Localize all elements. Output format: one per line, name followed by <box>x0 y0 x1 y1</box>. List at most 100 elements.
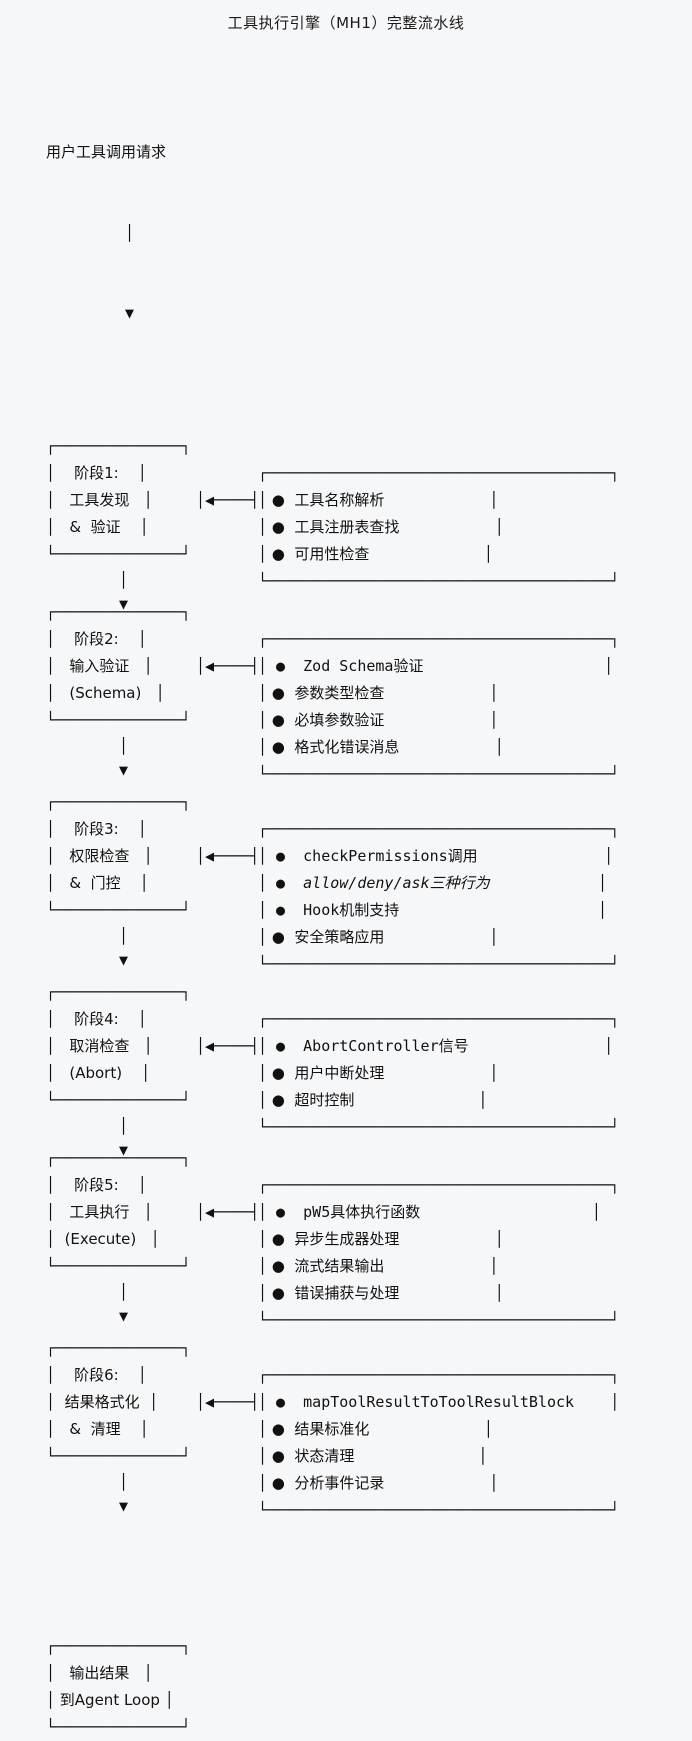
stage-6-detail-item-3: │ ● 分析事件记录 │ <box>258 1474 499 1492</box>
stage-1-box[interactable]: ┌──────────────┐ │ 阶段1: │ │ 工具发现 │ │ & 验证 │… <box>46 433 206 568</box>
stage-6-link-arrow: │◀────┤ <box>196 1393 260 1411</box>
stage-5-box-top: ┌──────────────┐ <box>46 1149 191 1167</box>
stage-1-link-arrow: │◀────┤ <box>196 491 260 509</box>
stage-4-detail-item-1: │ ● 用户中断处理 │ <box>258 1064 499 1082</box>
stage-2-details-top: ┌──────────────────────────────────────┐ <box>258 630 620 648</box>
stage-5-details-bottom: └──────────────────────────────────────┘ <box>258 1311 620 1329</box>
stage-6-box-line-2: │ & 清理 │ <box>46 1420 149 1438</box>
entry-connector-arrow: ▼ <box>125 304 135 322</box>
stage-5-box[interactable]: ┌──────────────┐ │ 阶段5: │ │ 工具执行 │ │ (Execu… <box>46 1145 206 1280</box>
stage-4-details-top: ┌──────────────────────────────────────┐ <box>258 1010 620 1028</box>
stage-6-details-top: ┌──────────────────────────────────────┐ <box>258 1366 620 1384</box>
stage-2-detail-item-3: │ ● 格式化错误消息 │ <box>258 738 504 756</box>
stage-4-detail-item-2: │ ● 超时控制 │ <box>258 1091 488 1109</box>
stage-1-detail-item-1: │ ● 工具注册表查找 │ <box>258 518 504 536</box>
output-box-line-1: │ 到Agent Loop │ <box>46 1691 174 1709</box>
stage-6-box-bottom: └──────────────┘ <box>46 1447 191 1465</box>
stage-5-box-line-1: │ 工具执行 │ <box>46 1203 153 1221</box>
stage-3-box-line-2: │ & 门控 │ <box>46 874 149 892</box>
stage-1-detail-item-0: │ ● 工具名称解析 │ <box>258 491 499 509</box>
stage-3-detail-item-2: │ ● Hook机制支持 │ <box>258 901 607 919</box>
stage-3-details-bottom: └──────────────────────────────────────┘ <box>258 955 620 973</box>
stage-4-box[interactable]: ┌──────────────┐ │ 阶段4: │ │ 取消检查 │ │ (Abort… <box>46 979 206 1114</box>
stage-2-box-line-0: │ 阶段2: │ <box>46 630 147 648</box>
stage-2-box-line-2: │ (Schema) │ <box>46 684 165 702</box>
stage-1-box-line-2: │ & 验证 │ <box>46 518 149 536</box>
stage-1-detail-item-2: │ ● 可用性检查 │ <box>258 545 493 563</box>
stage-4-box-top: ┌──────────────┐ <box>46 983 191 1001</box>
stage-2-details: ┌──────────────────────────────────────┐… <box>258 626 658 788</box>
stage-2-down-connector: │ ▼ <box>119 737 129 779</box>
stage-6-down-connector: │ ▼ <box>119 1473 129 1515</box>
stage-3-link-arrow: │◀────┤ <box>196 847 260 865</box>
stage-5: ┌──────────────┐ │ 阶段5: │ │ 工具执行 │ │ (Execu… <box>46 1145 619 1335</box>
stage-4-down-connector: │ ▼ <box>119 1117 129 1159</box>
stage-3-box-line-0: │ 阶段3: │ <box>46 820 147 838</box>
stage-6-detail-item-1: │ ● 结果标准化 │ <box>258 1420 493 1438</box>
stage-4-link-arrow: │◀────┤ <box>196 1037 260 1055</box>
entry-label: 用户工具调用请求 <box>46 143 167 161</box>
stage-3-box-bottom: └──────────────┘ <box>46 901 191 919</box>
stage-2: ┌──────────────┐ │ 阶段2: │ │ 输入验证 │ │ (Schem… <box>46 599 619 789</box>
pipeline-diagram: 用户工具调用请求 │ ▼ ┌──────────────┐ │ 阶段1: │ │ 工… <box>46 58 619 1736</box>
stage-2-link-arrow: │◀────┤ <box>196 657 260 675</box>
stage-3-details-top: ┌──────────────────────────────────────┐ <box>258 820 620 838</box>
stage-1-details: ┌──────────────────────────────────────┐… <box>258 460 658 595</box>
stage-6-detail-item-2: │ ● 状态清理 │ <box>258 1447 488 1465</box>
stage-2-box-top: ┌──────────────┐ <box>46 603 191 621</box>
stage-4-details-bottom: └──────────────────────────────────────┘ <box>258 1118 620 1136</box>
stage-6-box-top: ┌──────────────┐ <box>46 1339 191 1357</box>
stage-1-details-bottom: └──────────────────────────────────────┘ <box>258 572 620 590</box>
stage-5-link-arrow: │◀────┤ <box>196 1203 260 1221</box>
stage-3-box[interactable]: ┌──────────────┐ │ 阶段3: │ │ 权限检查 │ │ & 门控 │… <box>46 789 206 924</box>
stage-4-box-line-0: │ 阶段4: │ <box>46 1010 147 1028</box>
stage-5-down-connector: │ ▼ <box>119 1283 129 1325</box>
stage-2-box[interactable]: ┌──────────────┐ │ 阶段2: │ │ 输入验证 │ │ (Schem… <box>46 599 206 734</box>
stage-6-details: ┌──────────────────────────────────────┐… <box>258 1362 658 1524</box>
stage-5-box-line-2: │ (Execute) │ <box>46 1230 160 1248</box>
stage-2-details-bottom: └──────────────────────────────────────┘ <box>258 765 620 783</box>
stage-3: ┌──────────────┐ │ 阶段3: │ │ 权限检查 │ │ & 门控 │… <box>46 789 619 979</box>
stage-1: ┌──────────────┐ │ 阶段1: │ │ 工具发现 │ │ & 验证 │… <box>46 433 619 613</box>
stage-2-detail-item-0: │ ● Zod Schema验证 │ <box>258 657 614 675</box>
output-box: ┌──────────────┐│ 输出结果 ││ 到Agent Loop │└… <box>46 1633 191 1741</box>
stage-3-details: ┌──────────────────────────────────────┐… <box>258 816 658 978</box>
stage-3-box-line-1: │ 权限检查 │ <box>46 847 153 865</box>
stage-6-details-bottom: └──────────────────────────────────────┘ <box>258 1501 620 1519</box>
stage-5-details: ┌──────────────────────────────────────┐… <box>258 1172 658 1334</box>
stage-5-detail-item-1: │ ● 异步生成器处理 │ <box>258 1230 504 1248</box>
stage-5-box-bottom: └──────────────┘ <box>46 1257 191 1275</box>
stage-3-box-top: ┌──────────────┐ <box>46 793 191 811</box>
output-box-bottom: └──────────────┘ <box>46 1718 191 1736</box>
stage-6-box[interactable]: ┌──────────────┐ │ 阶段6: │ │ 结果格式化 │ │ & 清理 … <box>46 1335 206 1470</box>
stage-4-box-line-2: │ (Abort) │ <box>46 1064 151 1082</box>
stage-5-detail-item-3: │ ● 错误捕获与处理 │ <box>258 1284 504 1302</box>
entry-connector-bar: │ <box>125 224 135 242</box>
output-box-top: ┌──────────────┐ <box>46 1637 191 1655</box>
stage-2-detail-item-2: │ ● 必填参数验证 │ <box>258 711 499 729</box>
stage-5-detail-item-0: │ ● pW5具体执行函数 │ <box>258 1203 601 1221</box>
stage-1-box-top: ┌──────────────┐ <box>46 437 191 455</box>
stage-4-box-line-1: │ 取消检查 │ <box>46 1037 153 1055</box>
stage-6-box-line-0: │ 阶段6: │ <box>46 1366 147 1384</box>
stage-list: ┌──────────────┐ │ 阶段1: │ │ 工具发现 │ │ & 验证 │… <box>46 433 619 1525</box>
stage-1-details-top: ┌──────────────────────────────────────┐ <box>258 464 620 482</box>
stage-6-detail-item-0: │ ● mapToolResultToToolResultBlock │ <box>258 1393 620 1411</box>
stage-5-detail-item-2: │ ● 流式结果输出 │ <box>258 1257 499 1275</box>
stage-1-box-line-0: │ 阶段1: │ <box>46 464 147 482</box>
stage-1-box-line-1: │ 工具发现 │ <box>46 491 153 509</box>
stage-3-detail-item-3: │ ● 安全策略应用 │ <box>258 928 499 946</box>
stage-4-details: ┌──────────────────────────────────────┐… <box>258 1006 658 1141</box>
stage-3-down-connector: │ ▼ <box>119 927 129 969</box>
stage-1-down-connector: │ ▼ <box>119 571 129 613</box>
stage-6-box-line-1: │ 结果格式化 │ <box>46 1393 159 1411</box>
stage-2-box-line-1: │ 输入验证 │ <box>46 657 153 675</box>
stage-1-box-bottom: └──────────────┘ <box>46 545 191 563</box>
stage-2-detail-item-1: │ ● 参数类型检查 │ <box>258 684 499 702</box>
page-title: 工具执行引擎（MH1）完整流水线 <box>227 14 465 32</box>
stage-5-box-line-0: │ 阶段5: │ <box>46 1176 147 1194</box>
stage-6: ┌──────────────┐ │ 阶段6: │ │ 结果格式化 │ │ & 清理 … <box>46 1335 619 1525</box>
stage-4: ┌──────────────┐ │ 阶段4: │ │ 取消检查 │ │ (Abort… <box>46 979 619 1159</box>
stage-4-detail-item-0: │ ● AbortController信号 │ <box>258 1037 614 1055</box>
stage-4-box-bottom: └──────────────┘ <box>46 1091 191 1109</box>
